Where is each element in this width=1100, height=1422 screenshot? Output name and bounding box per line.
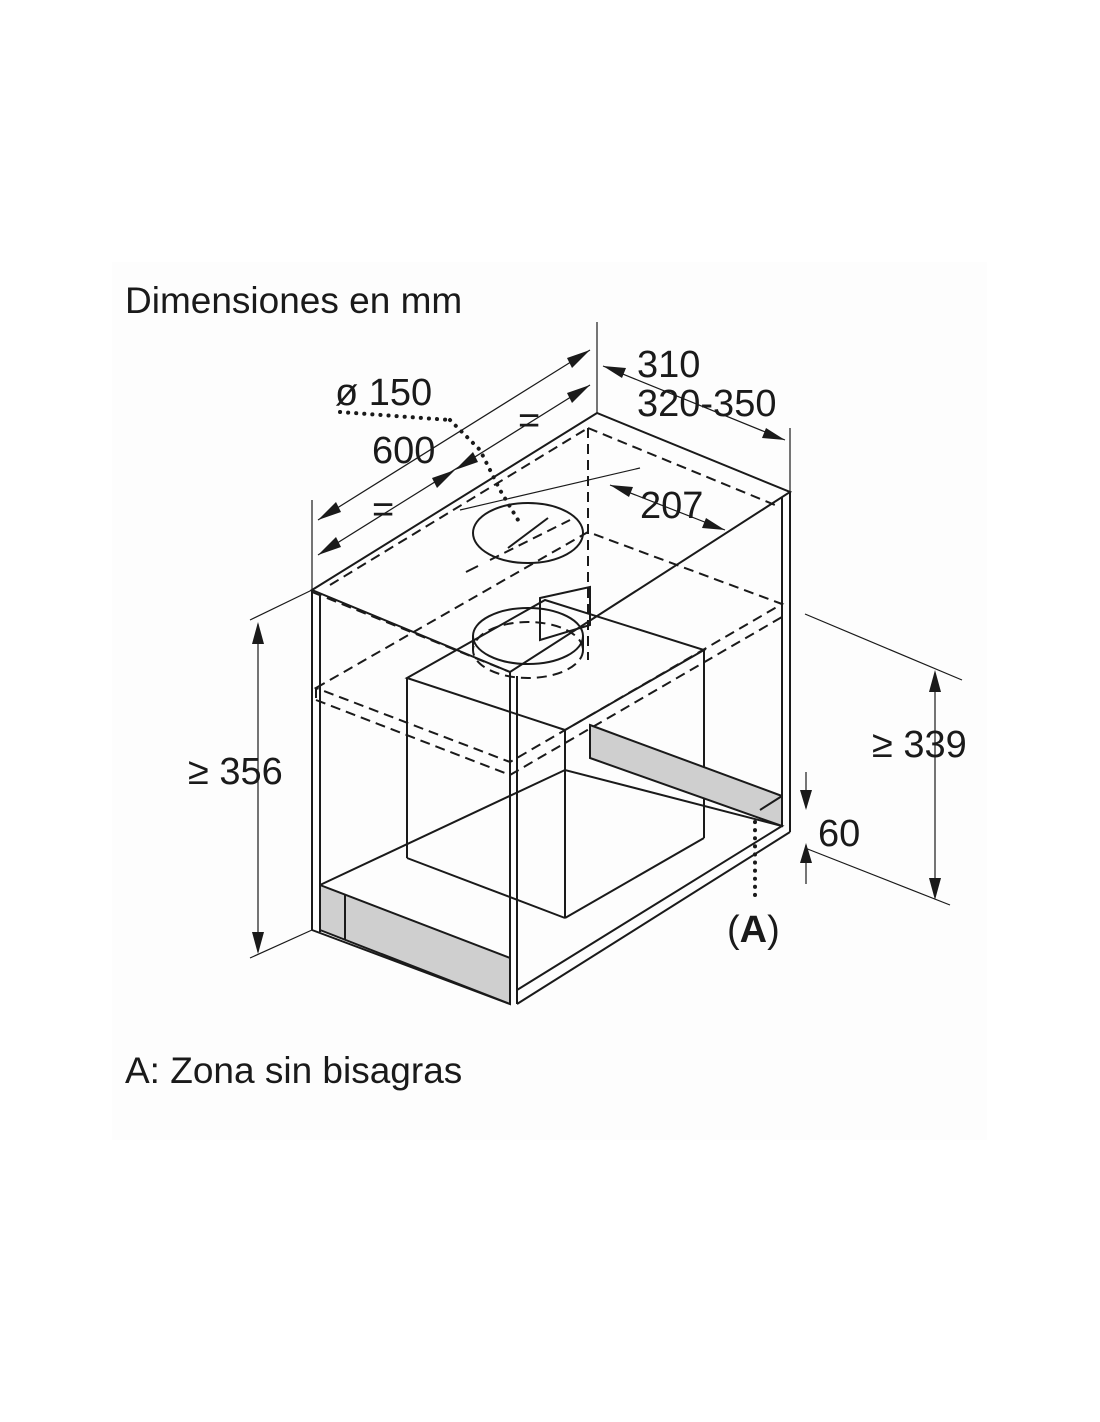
duct-opening-top <box>459 467 641 573</box>
dim-depth <box>602 365 791 492</box>
marker-a: (A) <box>727 909 780 951</box>
dim-offset <box>609 484 726 531</box>
marker-close: ) <box>767 909 780 951</box>
dim-depth-label-1: 310 <box>637 344 700 386</box>
content-area <box>112 262 987 1140</box>
dim-offset-label: 207 <box>640 485 703 527</box>
dim-height-right-label: ≥ 339 <box>872 724 967 766</box>
dim-height-left <box>249 589 313 959</box>
dim-strip <box>800 772 812 884</box>
marker-letter: A <box>740 909 767 951</box>
dim-strip-label: 60 <box>818 813 860 855</box>
duct-collar <box>472 607 584 679</box>
dim-equal-left: = <box>372 489 394 531</box>
dim-width-label: 600 <box>372 430 435 472</box>
legend-text: A: Zona sin bisagras <box>125 1050 462 1091</box>
hidden-lines <box>311 427 785 777</box>
dim-diameter-label: ø 150 <box>335 372 432 414</box>
marker-open: ( <box>727 909 740 951</box>
dim-height-right <box>804 613 963 906</box>
dim-600 <box>311 322 598 590</box>
hinge-zone-front <box>319 883 511 1006</box>
dim-equal-top: = <box>518 400 540 442</box>
dim-height-left-label: ≥ 356 <box>188 751 283 793</box>
hinge-zone-right <box>589 723 783 828</box>
leader-diameter <box>338 410 452 422</box>
dim-depth-label-2: 320-350 <box>637 383 776 425</box>
diagram-title: Dimensiones en mm <box>125 280 462 321</box>
cabinet-outline <box>309 411 793 1005</box>
